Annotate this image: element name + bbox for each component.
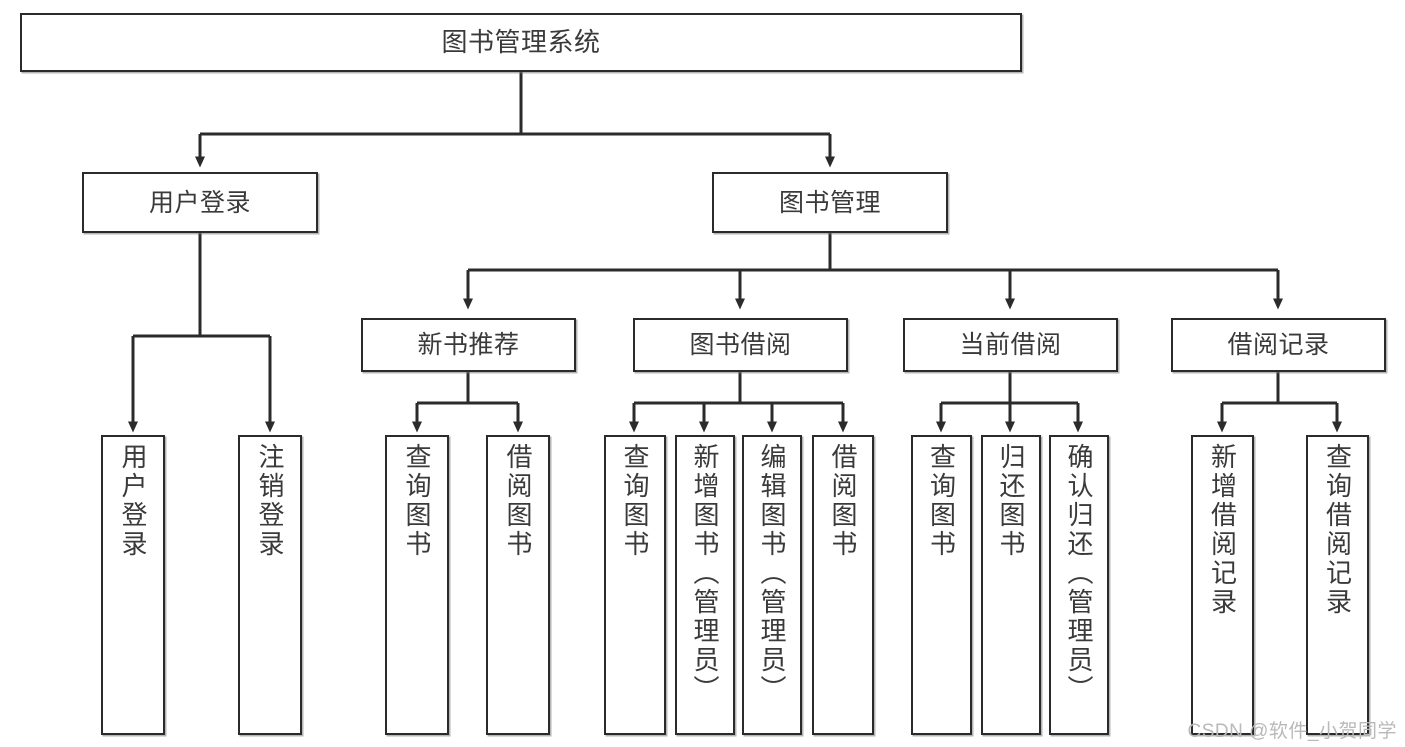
leaf-record-query-record[interactable]: 查询借阅记录 (1306, 435, 1369, 735)
node-label: 用户登录 (148, 188, 251, 217)
node-new-book-recommend[interactable]: 新书推荐 (361, 318, 576, 372)
csdn-watermark: CSDN @软件_小贺同学 (1187, 721, 1397, 742)
leaf-record-add-record[interactable]: 新增借阅记录 (1191, 435, 1254, 735)
leaf-recommend-borrow-book[interactable]: 借阅图书 (486, 435, 550, 735)
node-label: 借阅图书 (828, 443, 858, 559)
node-label: 当前借阅 (959, 331, 1062, 359)
leaf-borrow-borrow-book[interactable]: 借阅图书 (812, 435, 874, 735)
node-label: 新增图书（管理员） (690, 443, 720, 704)
leaf-recommend-query-book[interactable]: 查询图书 (385, 435, 449, 735)
leaf-current-return-book[interactable]: 归还图书 (981, 435, 1041, 735)
node-label: 确认归还（管理员） (1064, 443, 1094, 704)
leaf-borrow-edit-book-admin[interactable]: 编辑图书（管理员） (742, 435, 802, 735)
node-user-login[interactable]: 用户登录 (82, 172, 318, 233)
node-label: 归还图书 (996, 443, 1026, 559)
leaf-current-query-book[interactable]: 查询图书 (911, 435, 972, 735)
node-label: 注销登录 (255, 443, 285, 559)
node-label: 图书管理 (778, 188, 881, 217)
node-label: 查询图书 (926, 443, 957, 559)
node-label: 用户登录 (118, 443, 148, 559)
node-label: 新增借阅记录 (1207, 443, 1238, 617)
node-label: 新书推荐 (417, 331, 520, 359)
leaf-borrow-add-book-admin[interactable]: 新增图书（管理员） (675, 435, 735, 735)
node-borrow-record[interactable]: 借阅记录 (1171, 318, 1386, 372)
node-label: 借阅记录 (1227, 331, 1330, 359)
leaf-user-login-login[interactable]: 用户登录 (101, 435, 165, 735)
node-label: 查询图书 (402, 443, 432, 559)
node-book-management[interactable]: 图书管理 (712, 172, 948, 233)
node-current-borrow[interactable]: 当前借阅 (903, 318, 1118, 372)
node-label: 借阅图书 (503, 443, 533, 559)
node-label: 查询借阅记录 (1322, 443, 1353, 617)
node-root-system[interactable]: 图书管理系统 (20, 13, 1022, 72)
node-label: 图书借阅 (689, 331, 792, 359)
node-label: 图书管理系统 (441, 26, 601, 57)
node-label: 查询图书 (620, 443, 650, 559)
leaf-current-confirm-return-admin[interactable]: 确认归还（管理员） (1049, 435, 1109, 735)
leaf-user-login-logout[interactable]: 注销登录 (238, 435, 302, 735)
leaf-borrow-query-book[interactable]: 查询图书 (604, 435, 666, 735)
node-label: 编辑图书（管理员） (757, 443, 787, 704)
node-book-borrow[interactable]: 图书借阅 (633, 318, 848, 372)
